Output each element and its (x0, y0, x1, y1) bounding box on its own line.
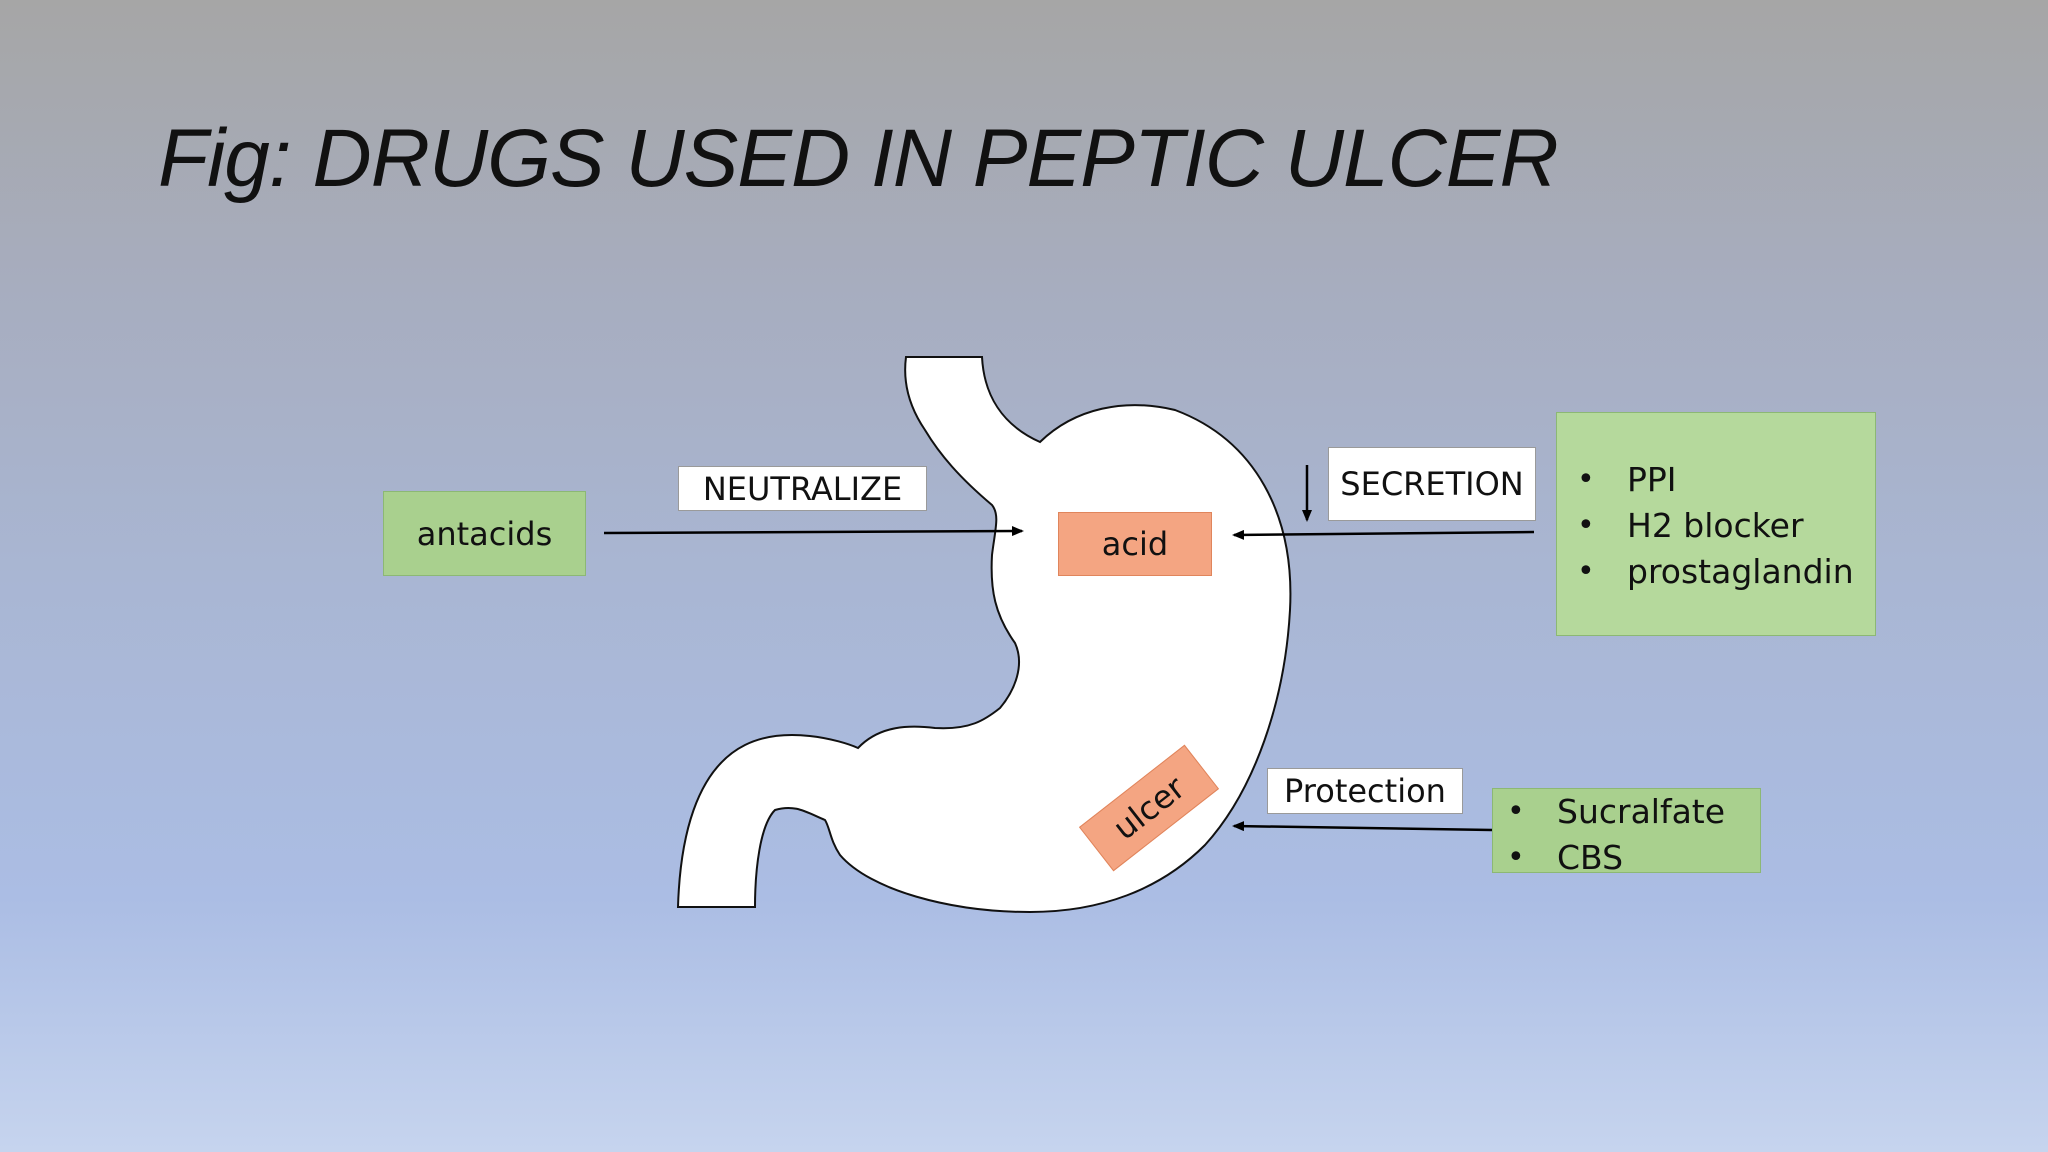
neutralize-label: NEUTRALIZE (702, 469, 903, 508)
neutralize-arrow (603, 526, 1024, 537)
protective-drug-list: Sucralfate CBS (1493, 789, 1760, 881)
acid-label: acid (1101, 525, 1169, 563)
acid-box: acid (1058, 512, 1212, 576)
protection-label: Protection (1284, 772, 1446, 810)
protective-drugs-box: Sucralfate CBS (1492, 788, 1761, 881)
neutralize-label-box: NEUTRALIZE (678, 466, 927, 511)
protection-label-box: Protection (1267, 768, 1463, 814)
drug-item-prostaglandin: prostaglandin (1563, 549, 1875, 595)
stomach-shape (676, 356, 1292, 914)
antacids-box: antacids (383, 491, 586, 576)
secretion-arrow (1232, 529, 1535, 540)
drug-item-cbs: CBS (1493, 835, 1760, 881)
secretion-drugs-box: PPI H2 blocker prostaglandin (1556, 412, 1876, 636)
drug-item-sucralfate: Sucralfate (1493, 789, 1760, 835)
protection-arrow (1232, 821, 1493, 832)
slide-title: Fig: DRUGS USED IN PEPTIC ULCER (158, 113, 1559, 204)
secretion-drug-list: PPI H2 blocker prostaglandin (1563, 457, 1875, 595)
drug-item-h2-blocker: H2 blocker (1563, 503, 1875, 549)
secretion-label: SECRETION (1340, 465, 1524, 503)
secretion-label-box: SECRETION (1328, 447, 1536, 521)
drug-item-ppi: PPI (1563, 457, 1875, 503)
antacids-label: antacids (416, 514, 553, 553)
